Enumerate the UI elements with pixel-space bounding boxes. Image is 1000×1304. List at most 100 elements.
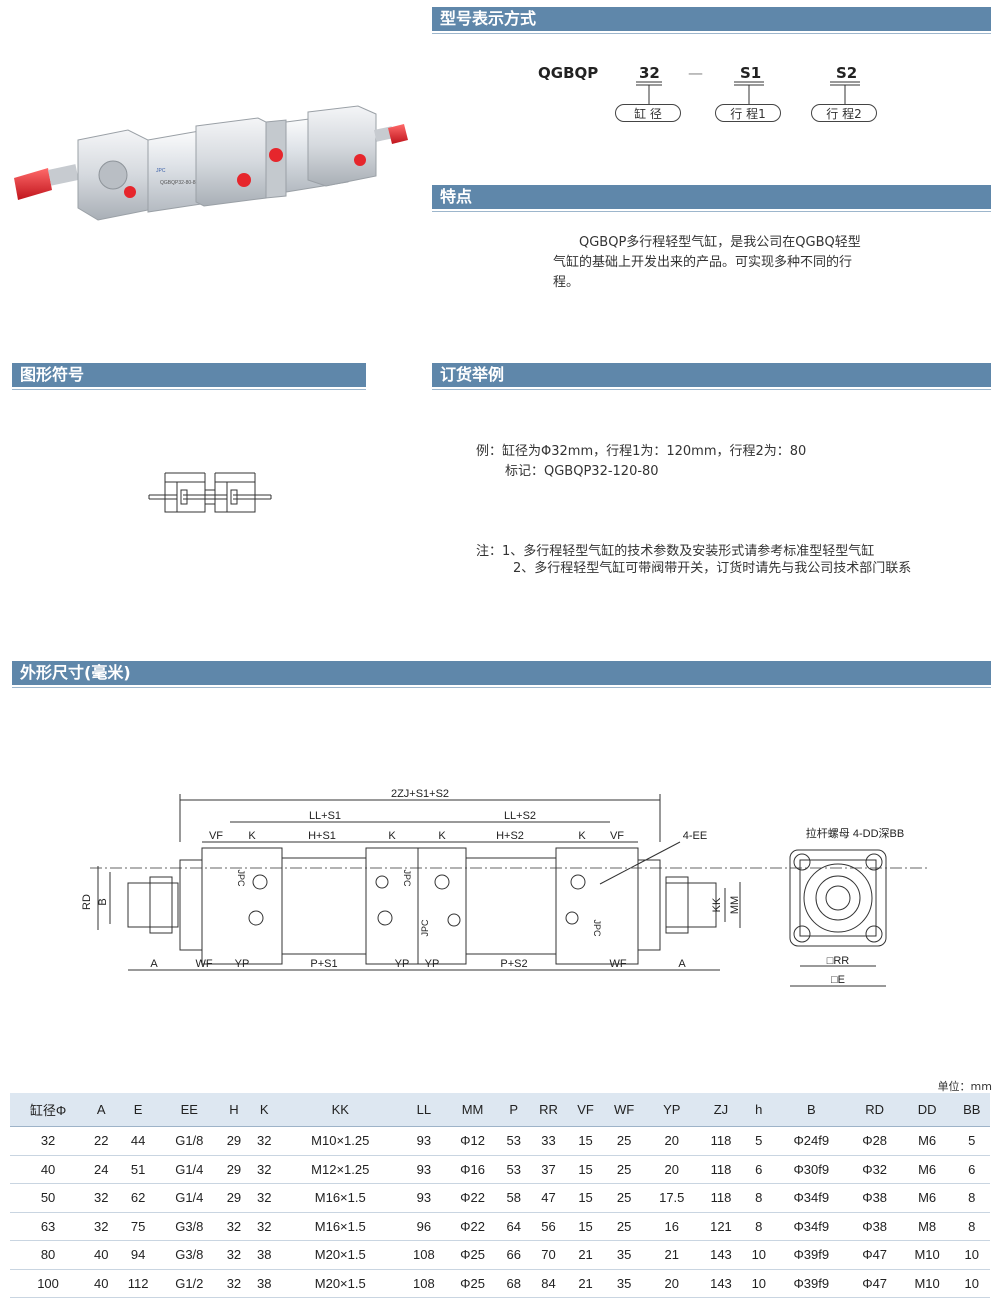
table-cell: 15 — [568, 1183, 603, 1213]
table-header-cell: MM — [446, 1093, 499, 1127]
section-header-model: 型号表示方式 — [432, 7, 991, 34]
table-cell: Φ47 — [848, 1240, 901, 1270]
table-cell: 25 — [602, 1126, 646, 1156]
unit-label: 单位：mm — [937, 1080, 992, 1093]
table-header-cell: RD — [848, 1093, 901, 1127]
table-cell: 93 — [401, 1126, 447, 1156]
table-cell: 25 — [602, 1155, 646, 1184]
model-dash: — — [688, 64, 703, 82]
table-cell: 20 — [645, 1155, 699, 1184]
brand-mark-3: JPC — [420, 919, 430, 937]
pneumatic-symbol — [148, 472, 272, 513]
product-brand: JPC — [156, 168, 166, 174]
table-cell: 38 — [249, 1240, 280, 1270]
table-header-cell: A — [86, 1093, 117, 1127]
table-cell: 50 — [10, 1183, 87, 1213]
table-cell: 32 — [249, 1155, 280, 1184]
table-cell: 32 — [249, 1183, 280, 1213]
table-cell: 63 — [10, 1212, 87, 1241]
table-cell: M20×1.5 — [279, 1269, 402, 1298]
table-cell: G1/4 — [159, 1155, 219, 1184]
dim-wf-left: WF — [195, 958, 212, 970]
dim-h-s1: H+S1 — [308, 830, 336, 842]
table-cell: 29 — [218, 1126, 250, 1156]
dim-vf-left: VF — [209, 830, 223, 842]
table-cell: 29 — [218, 1183, 250, 1213]
table-header-cell: E — [116, 1093, 160, 1127]
product-label: QGBQP32-80-80 — [160, 180, 199, 186]
order-note2: 2、多行程轻型气缸可带阀带开关，订货时请先与我公司技术部门联系 — [513, 561, 912, 576]
table-cell: 118 — [698, 1183, 744, 1213]
table-cell: 10 — [953, 1240, 990, 1270]
table-cell: 33 — [528, 1126, 569, 1156]
table-header-cell: YP — [645, 1093, 699, 1127]
dim-rd: RD — [81, 894, 93, 910]
dim-ee: 4-EE — [683, 830, 707, 842]
table-cell: 10 — [953, 1269, 990, 1298]
section-header-dimensions: 外形尺寸(毫米) — [12, 661, 991, 688]
table-cell: 8 — [953, 1183, 990, 1213]
dim-vf-right: VF — [610, 830, 624, 842]
table-cell: Φ25 — [446, 1240, 499, 1270]
table-cell: 32 — [86, 1212, 117, 1241]
table-cell: 10 — [743, 1269, 774, 1298]
table-cell: M10 — [900, 1240, 954, 1270]
side-note: 拉杆螺母 4-DD深BB — [806, 826, 904, 840]
model-s1: S1 — [740, 64, 762, 82]
dim-p-s2: P+S2 — [500, 958, 527, 970]
table-cell: 58 — [498, 1183, 529, 1213]
section-header-features: 特点 — [432, 185, 991, 212]
table-header-cell: DD — [900, 1093, 954, 1127]
table-cell: 29 — [218, 1155, 250, 1184]
table-cell: Φ39f9 — [773, 1269, 849, 1298]
table-cell: 15 — [568, 1155, 603, 1184]
table-cell: 108 — [401, 1240, 447, 1270]
dim-e: □E — [831, 974, 845, 986]
table-cell: 94 — [116, 1240, 160, 1270]
table-cell: Φ30f9 — [773, 1155, 849, 1184]
bore-label: 缸 径 — [615, 104, 681, 122]
table-cell: 32 — [249, 1212, 280, 1241]
dim-k-3: K — [438, 830, 446, 842]
table-cell: 68 — [498, 1269, 529, 1298]
table-cell: 37 — [528, 1155, 569, 1184]
table-cell: 21 — [568, 1240, 603, 1270]
table-cell: Φ39f9 — [773, 1240, 849, 1270]
table-cell: Φ22 — [446, 1212, 499, 1241]
table-cell: 35 — [602, 1240, 646, 1270]
table-header-cell: ZJ — [698, 1093, 744, 1127]
table-header-cell: K — [249, 1093, 280, 1127]
table-cell: 6 — [953, 1155, 990, 1184]
table-cell: 21 — [568, 1269, 603, 1298]
table-cell: Φ38 — [848, 1212, 901, 1241]
table-cell: 32 — [86, 1183, 117, 1213]
table-cell: 62 — [116, 1183, 160, 1213]
table-cell: Φ25 — [446, 1269, 499, 1298]
dim-yp-3: YP — [425, 958, 440, 970]
table-cell: 25 — [602, 1212, 646, 1241]
model-bore: 32 — [639, 64, 660, 82]
table-cell: Φ24f9 — [773, 1126, 849, 1156]
table-cell: 32 — [218, 1212, 250, 1241]
table-cell: 15 — [568, 1126, 603, 1156]
table-cell: M20×1.5 — [279, 1240, 402, 1270]
table-cell: 143 — [698, 1240, 744, 1270]
table-cell: 40 — [86, 1269, 117, 1298]
table-cell: M6 — [900, 1155, 954, 1184]
table-cell: G1/2 — [159, 1269, 219, 1298]
table-cell: Φ16 — [446, 1155, 499, 1184]
dim-p-s1: P+S1 — [310, 958, 337, 970]
table-cell: 56 — [528, 1212, 569, 1241]
section-header-symbol: 图形符号 — [12, 363, 366, 390]
table-cell: G3/8 — [159, 1240, 219, 1270]
section-title: 特点 — [440, 187, 473, 206]
table-cell: 24 — [86, 1155, 117, 1184]
table-cell: 70 — [528, 1240, 569, 1270]
table-cell: 47 — [528, 1183, 569, 1213]
table-cell: M6 — [900, 1183, 954, 1213]
brand-mark-2: JPC — [402, 869, 412, 887]
